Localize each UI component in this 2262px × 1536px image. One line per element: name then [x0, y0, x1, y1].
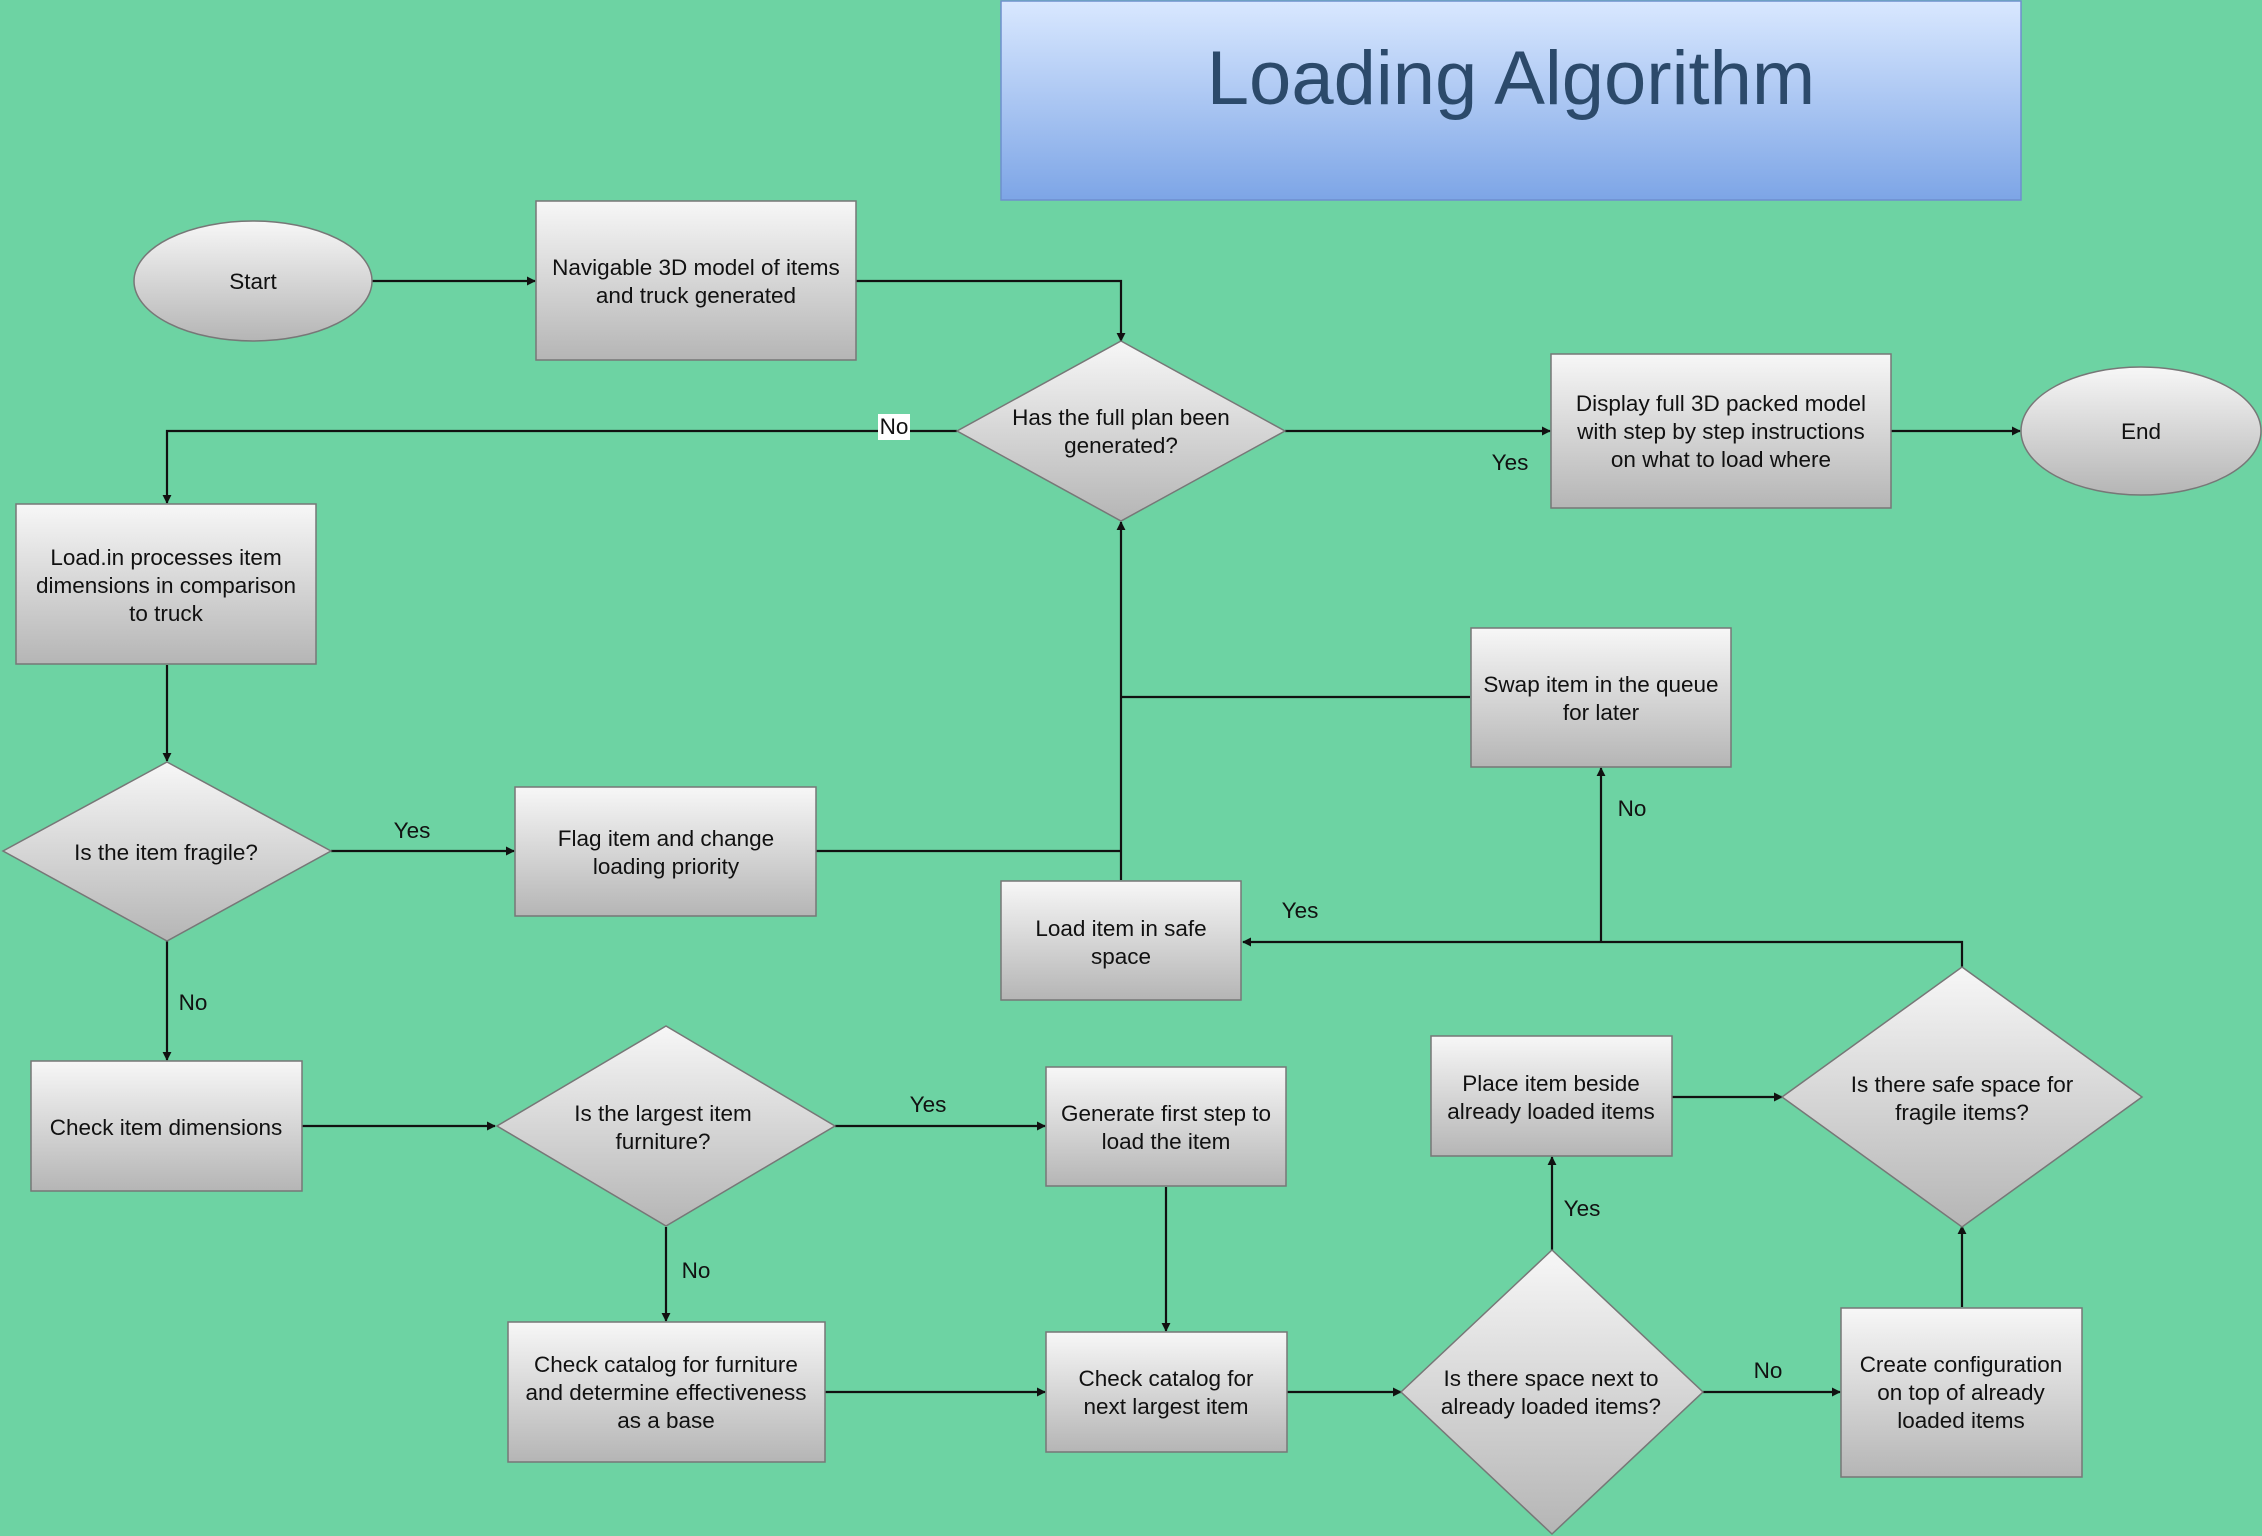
- fragile-no-label: No: [179, 990, 208, 1015]
- place-beside-label: Place item beside already loaded items: [1447, 1071, 1655, 1124]
- display-model-node[interactable]: [1550, 353, 1892, 509]
- plan-generated-label: Has the full plan been generated?: [1012, 405, 1230, 458]
- item-fragile-label-line: Is the item fragile?: [74, 840, 258, 865]
- edge-plan-no: [162, 429, 957, 504]
- load-safe-label-line: Load item in safe: [1035, 916, 1206, 941]
- process-dims-node[interactable]: [15, 503, 317, 665]
- create-config-label: Create configuration on top of already loa…: [1860, 1352, 2063, 1433]
- node-labels: Start Navigable 3D model of items and tru…: [36, 255, 2161, 1433]
- model-generated-node[interactable]: [535, 200, 857, 361]
- edge-labels: No Yes Yes No Yes No Yes No Yes No: [179, 414, 1783, 1383]
- first-step-label-line: load the item: [1102, 1129, 1231, 1154]
- flag-item-label-line: loading priority: [593, 854, 740, 879]
- item-fragile-label: Is the item fragile?: [74, 840, 258, 865]
- swap-item-label-line: for later: [1563, 700, 1640, 725]
- swap-item-label: Swap item in the queue for later: [1483, 672, 1718, 725]
- safe-space-label-line: fragile items?: [1895, 1100, 2029, 1125]
- check-catalog-next-label: Check catalog for next largest item: [1078, 1366, 1254, 1419]
- space-next-label: Is there space next to already loaded ite…: [1441, 1366, 1661, 1419]
- display-model-label: Display full 3D packed model with step by…: [1576, 391, 1866, 472]
- model-generated-label-line: Navigable 3D model of items: [552, 255, 840, 280]
- end-node[interactable]: [2020, 366, 2262, 496]
- check-dims-label-line: Check item dimensions: [50, 1115, 283, 1140]
- safe-space-label-line: Is there safe space for: [1851, 1072, 2074, 1097]
- load-safe-node[interactable]: [1000, 880, 1242, 1001]
- check-catalog-next-label-line: next largest item: [1083, 1394, 1248, 1419]
- create-config-label-line: Create configuration: [1860, 1352, 2063, 1377]
- first-step-node[interactable]: [1045, 1066, 1287, 1187]
- place-beside-label-line: already loaded items: [1447, 1099, 1655, 1124]
- safe-space-label: Is there safe space for fragile items?: [1851, 1072, 2074, 1125]
- check-catalog-base-label-line: as a base: [617, 1408, 715, 1433]
- space-next-label-line: already loaded items?: [1441, 1394, 1661, 1419]
- check-catalog-base-label: Check catalog for furniture and determine…: [525, 1352, 806, 1433]
- check-catalog-base-node[interactable]: [507, 1321, 826, 1463]
- create-config-label-line: loaded items: [1897, 1408, 2025, 1433]
- check-catalog-base-label-line: and determine effectiveness: [525, 1380, 806, 1405]
- furniture-no-label: No: [682, 1258, 711, 1283]
- space-yes-label: Yes: [1564, 1196, 1601, 1221]
- edge-model-to-plan: [856, 279, 1126, 342]
- plan-generated-label-line: generated?: [1064, 433, 1178, 458]
- furniture-yes-label: Yes: [910, 1092, 947, 1117]
- start-label: Start: [229, 269, 277, 294]
- start-label-line: Start: [229, 269, 277, 294]
- check-dims-label: Check item dimensions: [50, 1115, 283, 1140]
- plan-generated-label-line: Has the full plan been: [1012, 405, 1230, 430]
- largest-furniture-decision[interactable]: [495, 1025, 837, 1227]
- fragile-yes-label: Yes: [394, 818, 431, 843]
- end-label-line: End: [2121, 419, 2161, 444]
- place-beside-node[interactable]: [1430, 1035, 1673, 1157]
- display-model-label-line: on what to load where: [1611, 447, 1831, 472]
- start-node[interactable]: [133, 220, 373, 342]
- model-generated-label: Navigable 3D model of items and truck gen…: [552, 255, 840, 308]
- check-catalog-next-label-line: Check catalog for: [1078, 1366, 1254, 1391]
- load-safe-label-line: space: [1091, 944, 1151, 969]
- create-config-label-line: on top of already: [1877, 1380, 2045, 1405]
- space-next-decision[interactable]: [1399, 1248, 1705, 1536]
- safe-no-label: No: [1618, 796, 1647, 821]
- process-dims-label-line: to truck: [129, 601, 204, 626]
- model-generated-label-line: and truck generated: [596, 283, 796, 308]
- first-step-label: Generate first step to load the item: [1061, 1101, 1271, 1154]
- process-dims-label-line: dimensions in comparison: [36, 573, 296, 598]
- space-next-label-line: Is there space next to: [1443, 1366, 1658, 1391]
- flag-item-node[interactable]: [514, 786, 817, 917]
- display-model-label-line: with step by step instructions: [1576, 419, 1865, 444]
- edges: [162, 276, 2021, 1397]
- display-model-label-line: Display full 3D packed model: [1576, 391, 1866, 416]
- check-catalog-next-node[interactable]: [1045, 1331, 1288, 1453]
- swap-item-label-line: Swap item in the queue: [1483, 672, 1718, 697]
- edge-safe-yes: [1242, 937, 1964, 967]
- plan-yes-label: Yes: [1492, 450, 1529, 475]
- place-beside-label-line: Place item beside: [1462, 1071, 1640, 1096]
- largest-furniture-label: Is the largest item furniture?: [574, 1101, 752, 1154]
- largest-furniture-label-line: Is the largest item: [574, 1101, 752, 1126]
- diagram-title: Loading Algorithm: [1207, 36, 1815, 121]
- flag-item-label: Flag item and change loading priority: [558, 826, 774, 879]
- check-dims-node[interactable]: [30, 1060, 303, 1192]
- flag-item-label-line: Flag item and change: [558, 826, 774, 851]
- plan-generated-decision[interactable]: [955, 340, 1287, 522]
- process-dims-label: Load.in processes item dimensions in comp…: [36, 545, 296, 626]
- item-fragile-decision[interactable]: [1, 761, 333, 942]
- safe-space-decision[interactable]: [1780, 966, 2144, 1228]
- create-config-node[interactable]: [1840, 1307, 2083, 1478]
- process-dims-label-line: Load.in processes item: [50, 545, 281, 570]
- title-box: [1000, 0, 2022, 201]
- plan-no-label-bg: [878, 414, 910, 440]
- load-safe-label: Load item in safe space: [1035, 916, 1206, 969]
- check-catalog-base-label-line: Check catalog for furniture: [534, 1352, 798, 1377]
- swap-item-node[interactable]: [1470, 627, 1732, 768]
- safe-yes-label: Yes: [1282, 898, 1319, 923]
- space-no-label: No: [1754, 1358, 1783, 1383]
- nodes: [1, 200, 2262, 1536]
- plan-no-label: No: [880, 414, 909, 439]
- end-label: End: [2121, 419, 2161, 444]
- largest-furniture-label-line: furniture?: [615, 1129, 710, 1154]
- first-step-label-line: Generate first step to: [1061, 1101, 1271, 1126]
